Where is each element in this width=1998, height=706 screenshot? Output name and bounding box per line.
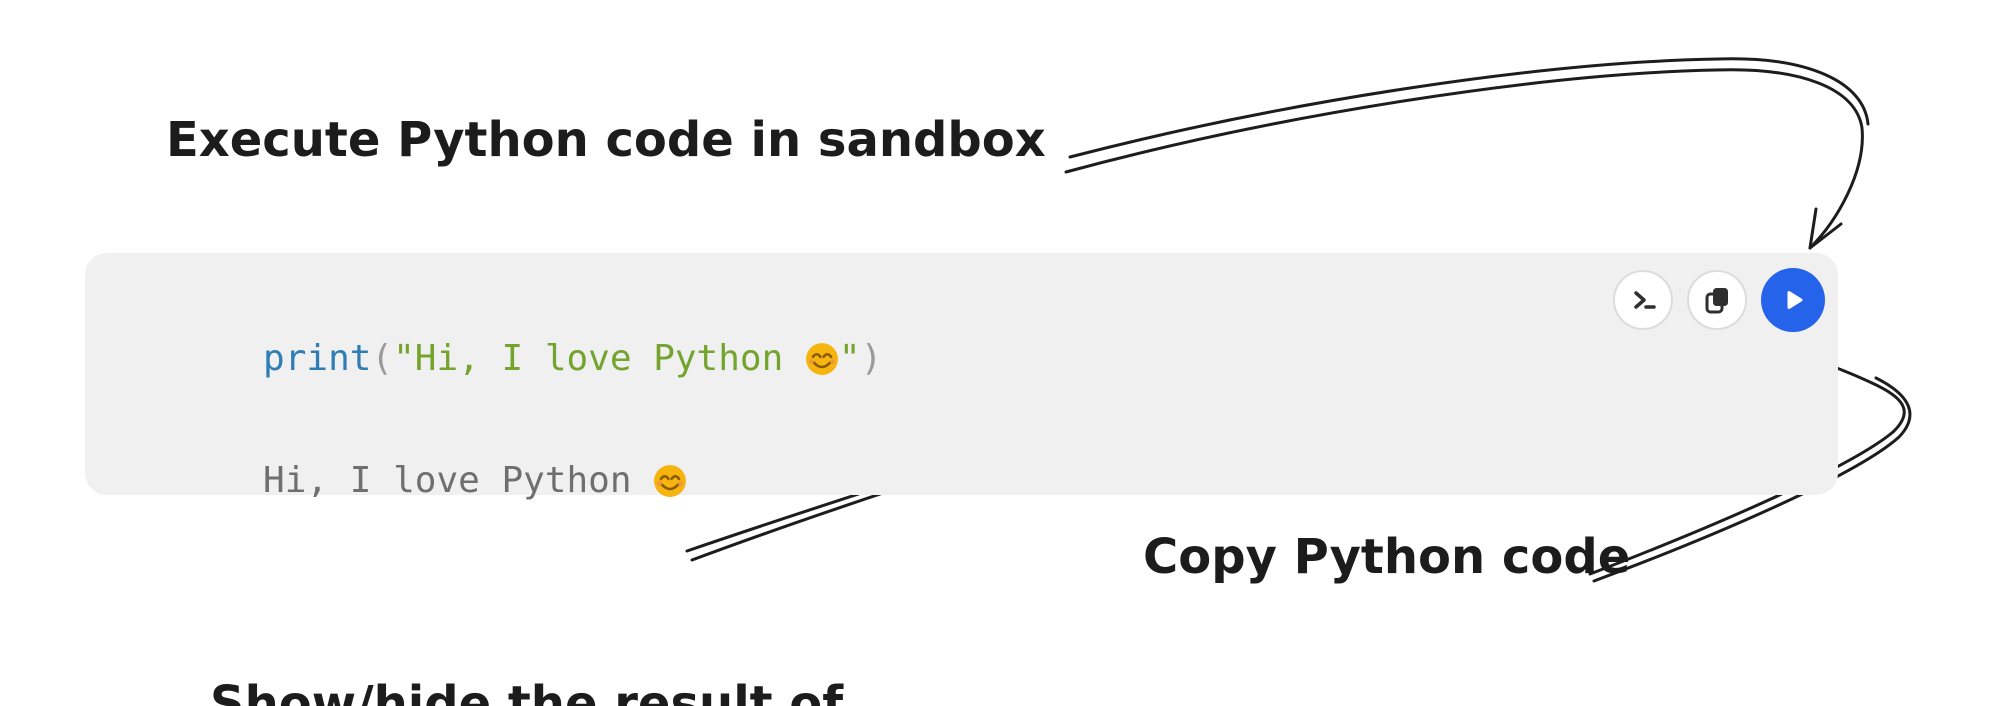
- annotation-copy-code: Copy Python code: [1143, 529, 1631, 585]
- code-output-line: Hi, I love Python: [133, 419, 687, 542]
- play-icon: [1787, 291, 1803, 309]
- terminal-icon: [1634, 291, 1656, 309]
- smiling-face-emoji-icon: [805, 343, 838, 375]
- smiling-face-emoji-icon: [654, 465, 687, 497]
- copy-icon: [1705, 288, 1728, 314]
- code-close-paren: ): [860, 338, 883, 379]
- code-toolbar: [1613, 268, 1825, 332]
- code-block: print("Hi, I love Python ") Hi, I love P…: [85, 253, 1838, 501]
- output-text: Hi, I love Python: [263, 460, 654, 501]
- annotation-show-hide: Show/hide the result of executing Python…: [210, 537, 843, 706]
- arrow-execute-to-run: [1064, 57, 1870, 250]
- code-keyword: print: [263, 338, 372, 379]
- code-open-paren: (: [371, 338, 394, 379]
- run-code-button[interactable]: [1761, 268, 1825, 332]
- copy-code-button[interactable]: [1687, 270, 1747, 330]
- annotation-show-hide-line1: Show/hide the result of: [210, 676, 844, 706]
- code-string: "Hi, I love Python: [393, 338, 805, 379]
- annotation-execute-sandbox: Execute Python code in sandbox: [166, 112, 1046, 168]
- code-string-close-quote: ": [838, 338, 861, 379]
- code-line: print("Hi, I love Python "): [133, 297, 882, 420]
- toggle-output-button[interactable]: [1613, 270, 1673, 330]
